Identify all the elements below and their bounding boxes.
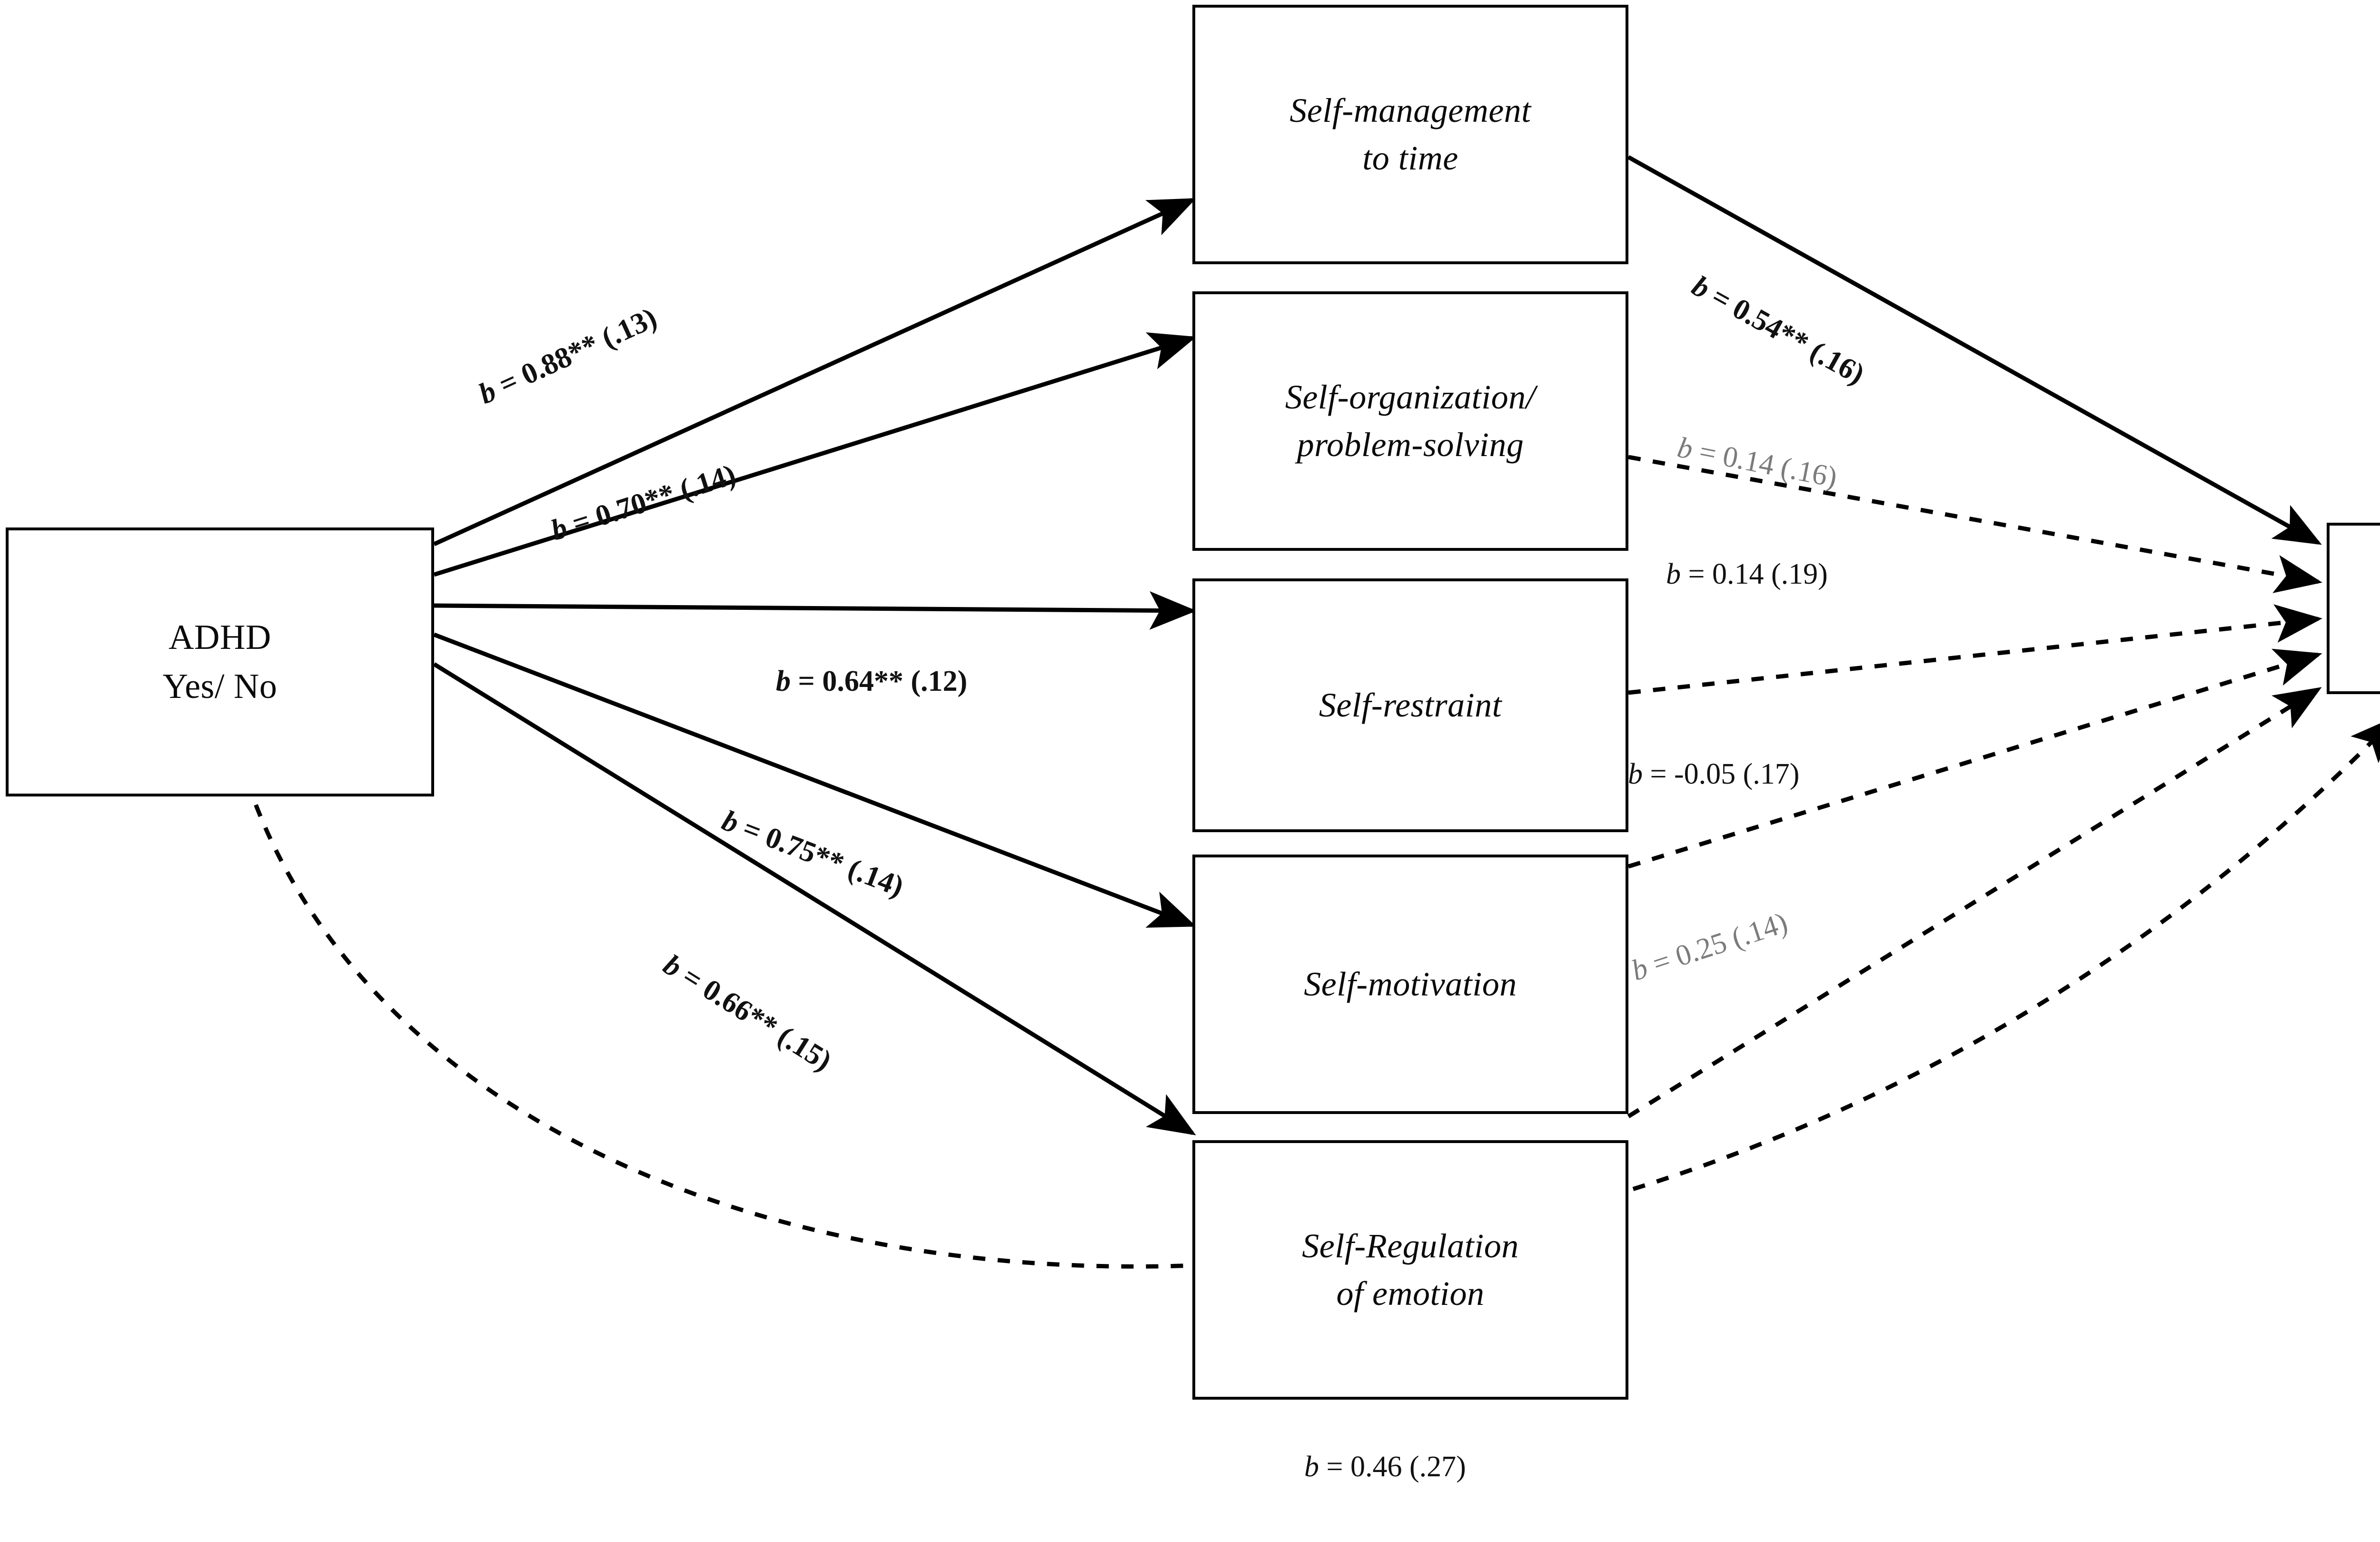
edge-adhd-to-self-restraint	[434, 591, 1197, 630]
node-self-organization-problem-solving-label: Self-organization/problem-solving	[1285, 378, 1536, 464]
node-self-restraint[interactable]: Self-restraint	[1192, 578, 1628, 832]
edge-self-regulation-of-emotion-to-physical-fatigue	[1627, 687, 2322, 1118]
node-self-restraint-label: Self-restraint	[1319, 686, 1502, 724]
node-self-motivation-label: Self-motivation	[1304, 965, 1517, 1003]
path-label-b4: b = -0.05 (.17)	[1628, 758, 1800, 790]
node-physical-fatigue[interactable]: PhysicalFatigue	[2327, 523, 2380, 694]
edge-self-restraint-to-physical-fatigue	[1628, 604, 2322, 695]
path-label-a3: b = 0.64** (.12)	[776, 665, 968, 697]
path-label-b3: b = 0.14 (.19)	[1666, 558, 1828, 590]
edge-self-organization-problem-solving-to-physical-fatigue	[1628, 455, 2322, 593]
edge-adhd-to-physical-fatigue-direct	[221, 685, 2380, 1269]
edge-self-management-to-time-to-physical-fatigue	[1627, 155, 2322, 545]
path-label-direct: b = 0.46 (.27)	[1304, 1451, 1466, 1483]
edge-adhd-to-self-organization-problem-solving	[433, 332, 1197, 577]
edge-adhd-to-self-management-to-time	[433, 198, 1197, 547]
edge-adhd-to-self-regulation-of-emotion	[433, 662, 1196, 1135]
edge-adhd-to-self-motivation	[433, 632, 1197, 928]
edge-self-motivation-to-physical-fatigue	[1627, 648, 2322, 869]
node-self-motivation[interactable]: Self-motivation	[1192, 855, 1628, 1114]
node-self-organization-problem-solving[interactable]: Self-organization/problem-solving	[1192, 291, 1628, 551]
